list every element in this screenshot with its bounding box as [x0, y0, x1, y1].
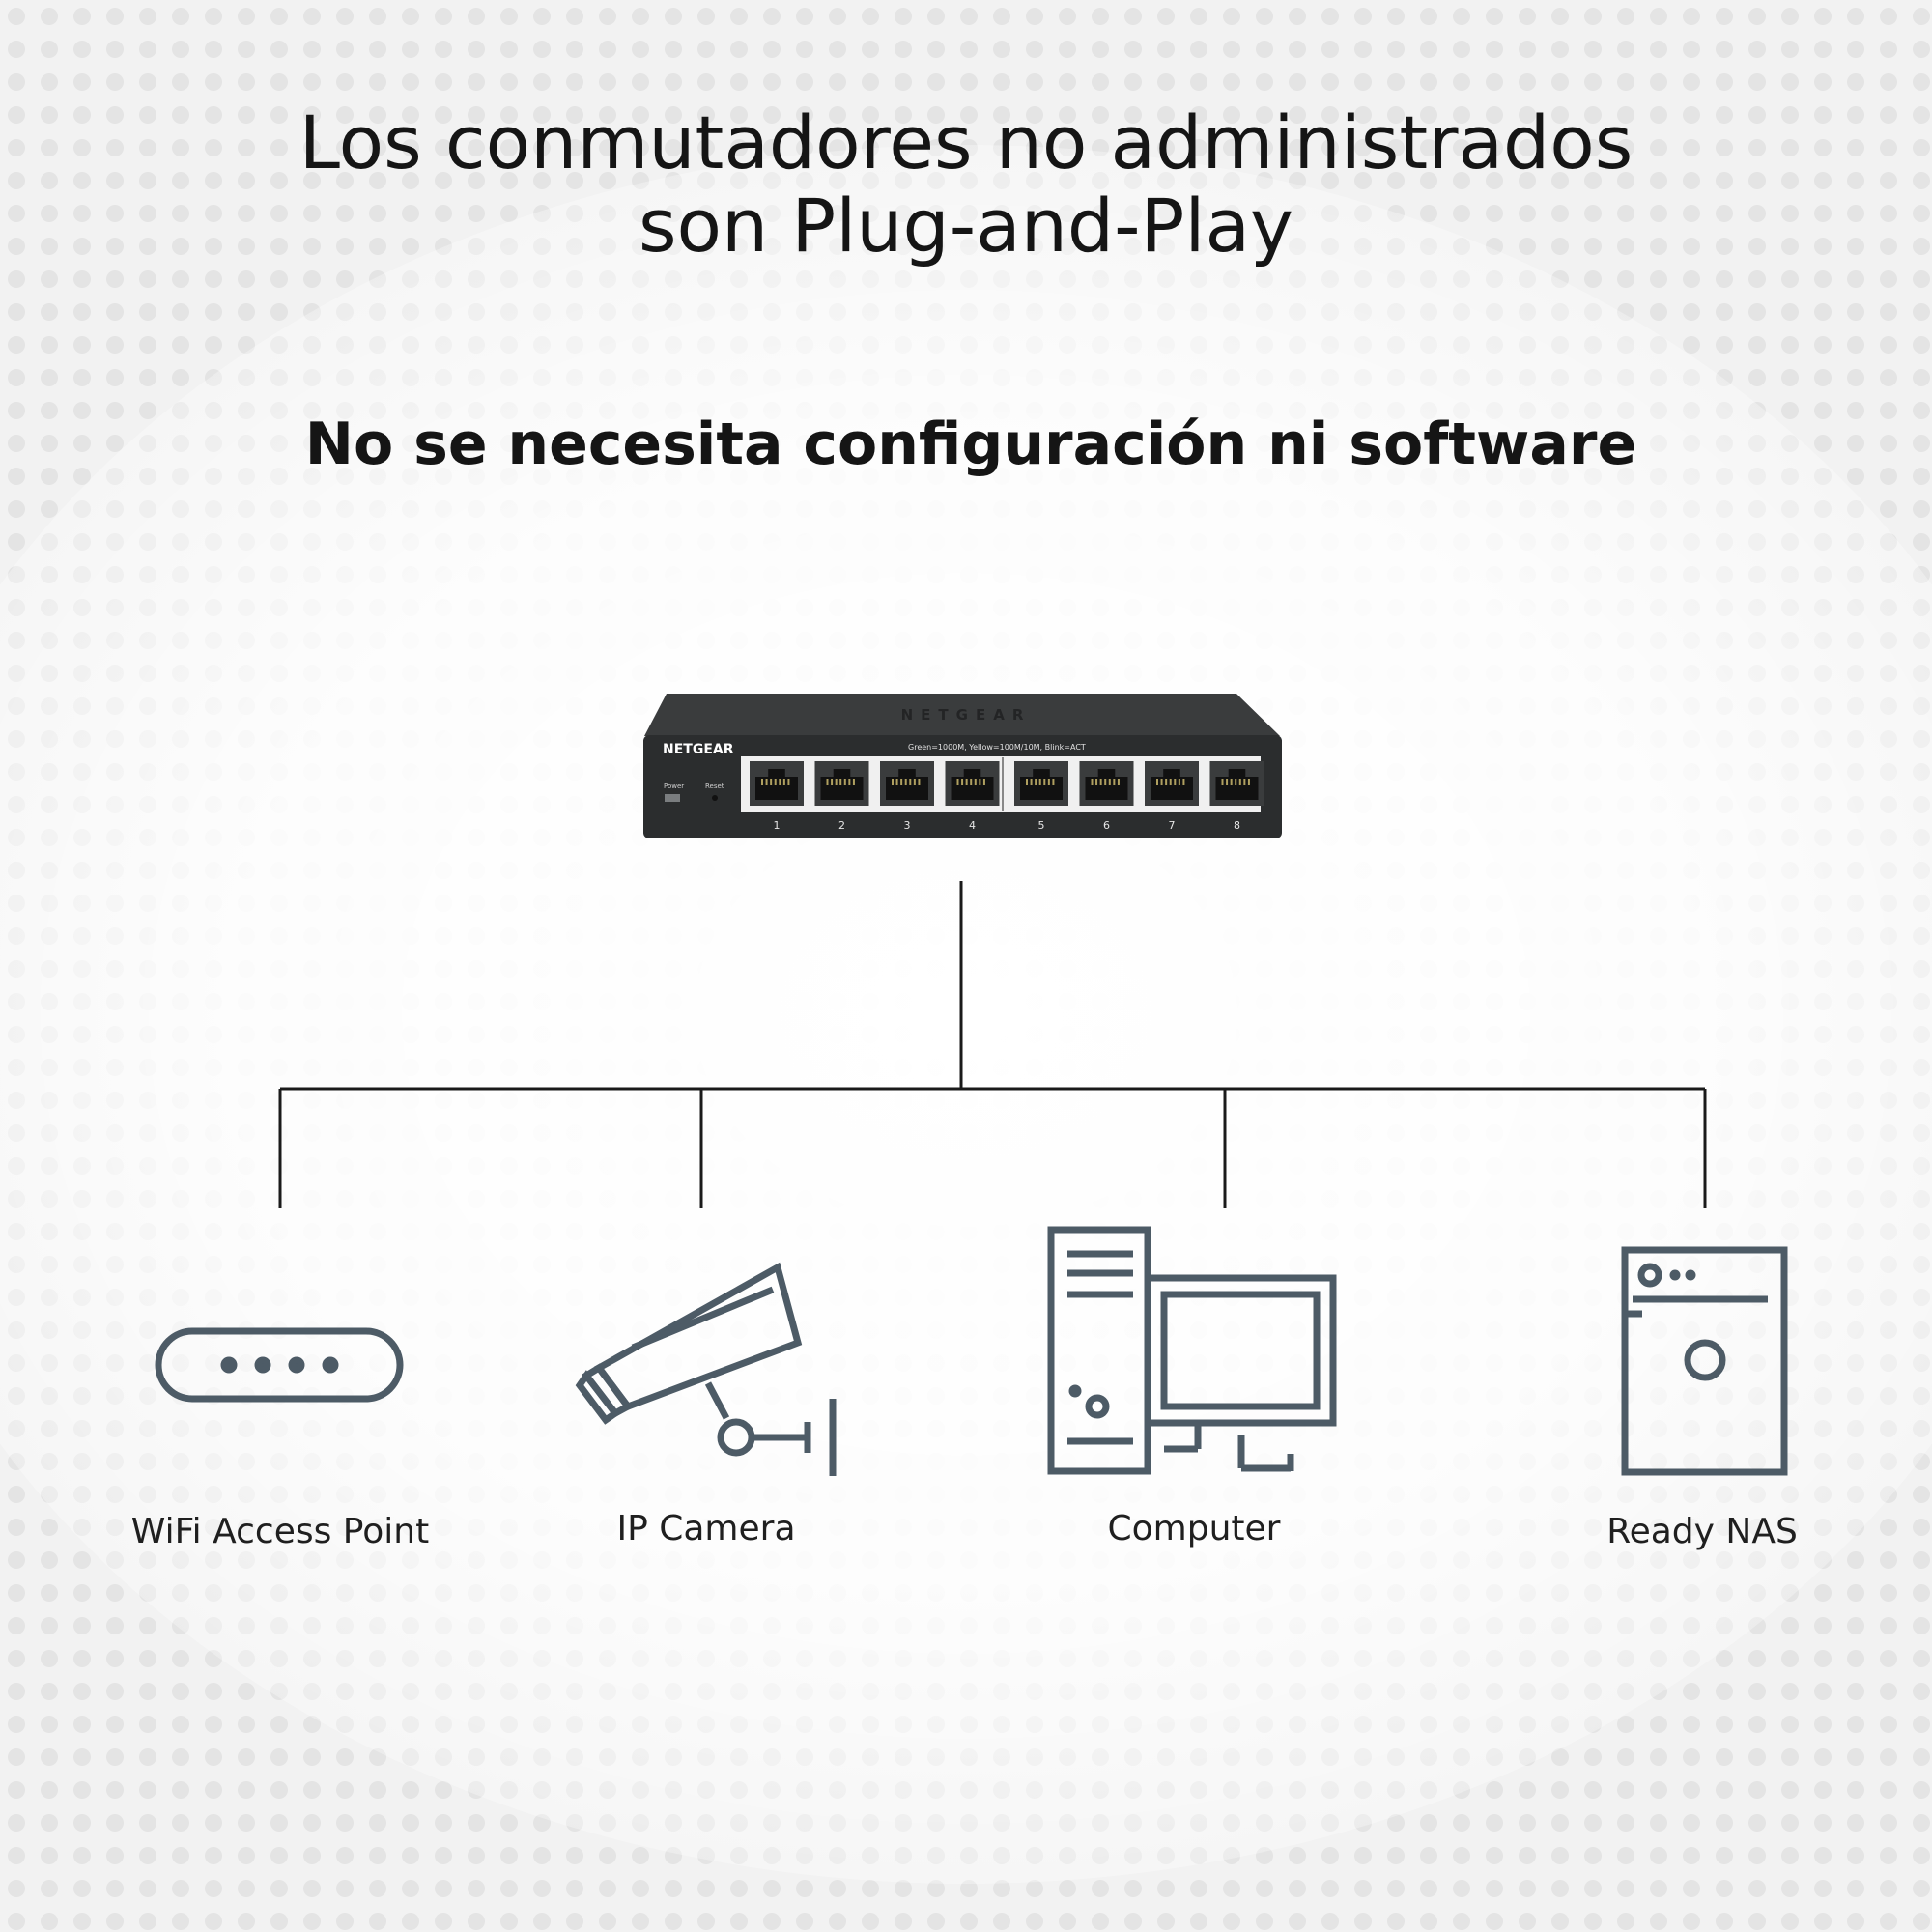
switch-brand: NETGEAR — [663, 742, 734, 757]
port-number-1: 1 — [774, 819, 781, 832]
reset-label: Reset — [705, 782, 724, 790]
port-number-4: 4 — [969, 819, 976, 832]
page-title: Los conmutadores no administrados son Pl… — [298, 99, 1634, 269]
device-label-camera: IP Camera — [616, 1509, 796, 1548]
computer-icon — [1047, 1226, 1337, 1475]
port-number-8: 8 — [1234, 819, 1240, 832]
switch-top-brand: NETGEAR — [901, 706, 1032, 724]
port-number-2: 2 — [838, 819, 845, 832]
port-number-7: 7 — [1169, 819, 1176, 832]
switch-port-panel — [741, 756, 1264, 812]
switch-top-face — [644, 694, 1280, 736]
ethernet-port-2 — [814, 761, 869, 806]
power-led — [665, 794, 680, 802]
ethernet-port-8 — [1209, 761, 1264, 806]
ethernet-port-4 — [945, 761, 1000, 806]
connection-lines — [278, 881, 1707, 1208]
ethernet-port-6 — [1079, 761, 1134, 806]
port-number-3: 3 — [904, 819, 911, 832]
wifi-access-point-icon — [155, 1327, 404, 1403]
port-number-6: 6 — [1103, 819, 1110, 832]
power-label: Power — [664, 782, 684, 790]
switch-led-legend: Green=1000M, Yellow=100M/10M, Blink=ACT — [908, 743, 1086, 752]
ip-camera-icon — [575, 1262, 837, 1476]
reset-button — [712, 795, 718, 801]
ethernet-port-1 — [750, 761, 804, 806]
port-number-5: 5 — [1038, 819, 1045, 832]
ethernet-port-7 — [1145, 761, 1199, 806]
ethernet-port-5 — [1014, 761, 1068, 806]
device-label-wifi: WiFi Access Point — [130, 1512, 430, 1551]
nas-icon — [1621, 1246, 1788, 1476]
device-label-nas: Ready NAS — [1606, 1512, 1798, 1551]
ethernet-port-3 — [880, 761, 934, 806]
device-label-computer: Computer — [1107, 1509, 1281, 1548]
network-switch: NETGEAR NETGEAR Green=1000M, Yellow=100M… — [643, 694, 1282, 838]
page-subtitle: No se necesita configuración ni software — [304, 411, 1637, 478]
